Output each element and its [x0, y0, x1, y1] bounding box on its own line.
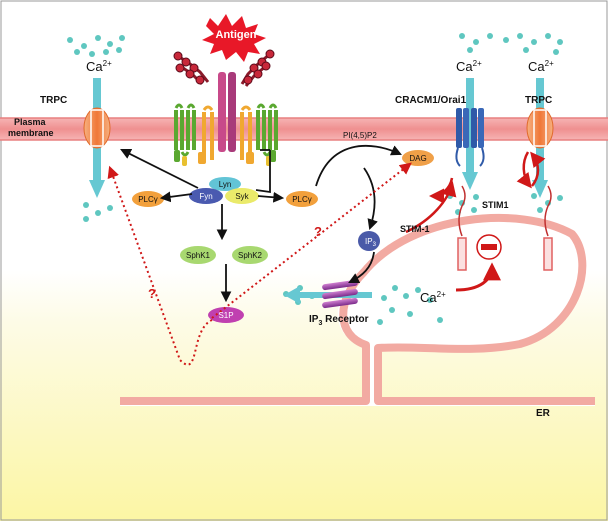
- plcg-right-label: PLCγ: [292, 195, 312, 204]
- cracm-label: CRACM1/Orai1: [395, 95, 467, 106]
- ip3-receptor: [284, 279, 372, 309]
- ca-middle-label: Ca2+: [456, 59, 482, 74]
- antigen-receptor-complex: [173, 14, 278, 166]
- stim1-molecules: [457, 185, 553, 271]
- ca-er-label: Ca2+: [420, 290, 446, 305]
- orai1-channel: [455, 78, 485, 190]
- extracellular-calcium-dots: [67, 33, 563, 57]
- plcg-right-ellipse: [286, 191, 318, 207]
- dag-label: DAG: [409, 154, 426, 163]
- er-label: ER: [536, 408, 551, 419]
- er-calcium-dots: [377, 285, 443, 325]
- stim-1-label: STIM-1: [400, 224, 430, 234]
- sphk2-label: SphK2: [238, 251, 263, 260]
- s1p-ellipse: [208, 307, 244, 323]
- lyn-ellipse: [209, 177, 241, 191]
- signaling-arrows: [120, 144, 402, 303]
- stim1-label: STIM1: [482, 200, 509, 210]
- ip3-receptor-label: IP3 Receptor: [309, 314, 369, 327]
- ca-right-label: Ca2+: [528, 59, 554, 74]
- question-mark-right: ?: [314, 224, 322, 239]
- lyn-label: Lyn: [219, 180, 232, 189]
- plcg-left-label: PLCγ: [138, 195, 158, 204]
- plcg-left-ellipse: [132, 191, 164, 207]
- endoplasmic-reticulum: [120, 213, 595, 406]
- syk-ellipse: [225, 188, 259, 204]
- plasma-label: Plasma: [14, 117, 47, 127]
- trpc-channel-left: [83, 78, 111, 198]
- antigen-label: Antigen: [216, 29, 257, 41]
- trpc-right-label: TRPC: [525, 95, 552, 106]
- fyn-ellipse: [189, 188, 223, 204]
- membrane-label: membrane: [8, 128, 54, 138]
- fyn-label: Fyn: [199, 192, 212, 201]
- trpc-left-label: TRPC: [40, 95, 67, 106]
- dag-ellipse: [402, 150, 434, 166]
- syk-label: Syk: [235, 192, 249, 201]
- trpc-channel-right: [526, 78, 554, 198]
- sphk1-ellipse: [180, 246, 216, 264]
- ip3-ellipse: [358, 231, 380, 251]
- pip2-label: PI(4,5)P2: [343, 131, 377, 140]
- red-arrows: [107, 151, 546, 366]
- question-mark-left: ?: [148, 286, 156, 301]
- ip3-label: IP3: [365, 237, 377, 248]
- kinases: [132, 150, 434, 323]
- inhibition-symbol: [476, 234, 502, 260]
- ca-left-label: Ca2+: [86, 59, 112, 74]
- s1p-label: S1P: [218, 311, 233, 320]
- sphk2-ellipse: [232, 246, 268, 264]
- sphk1-label: SphK1: [186, 251, 211, 260]
